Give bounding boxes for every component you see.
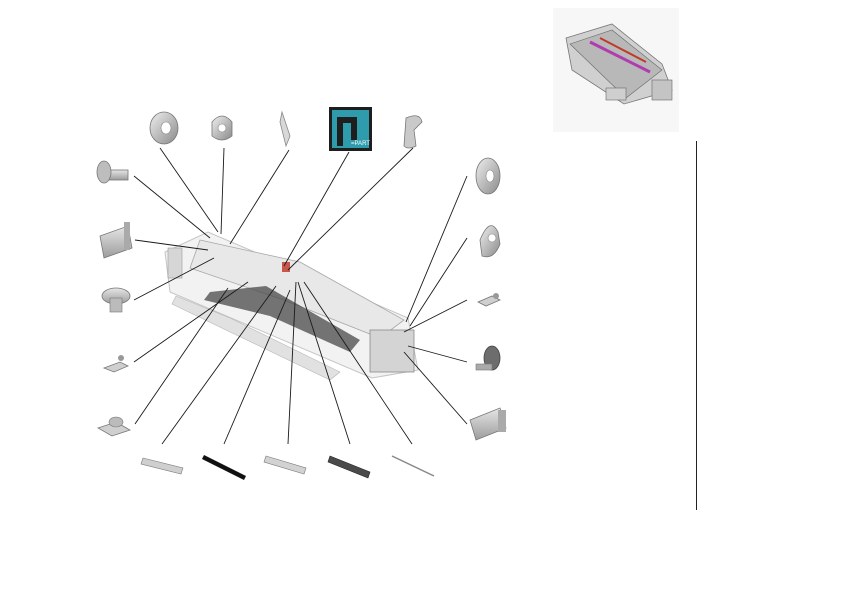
- leader-line: [223, 289, 291, 445]
- leader-line: [405, 175, 468, 323]
- part-washer-right: [475, 157, 501, 195]
- leader-line: [287, 281, 297, 445]
- part-spring-clip-top: [279, 110, 291, 148]
- divider-line: [696, 141, 697, 510]
- part-cam-disc-right: [479, 225, 501, 258]
- leader-line: [159, 147, 219, 233]
- leader-line: [134, 239, 209, 251]
- part-gear-shaft-right: [475, 345, 501, 371]
- leader-line: [133, 175, 211, 239]
- part-gear-bushing-top: [211, 115, 233, 141]
- leader-line: [133, 281, 249, 363]
- leader-line: [407, 345, 468, 363]
- leader-line: [409, 237, 468, 327]
- leader-line: [403, 299, 468, 333]
- leader-line: [133, 257, 215, 301]
- part-wire-rod: [391, 455, 435, 477]
- leader-line: [220, 147, 225, 235]
- part-strip-1: [140, 457, 184, 475]
- callout-lines: [133, 147, 468, 445]
- leader-line: [161, 285, 277, 445]
- leader-line: [303, 281, 413, 445]
- part-strip-black: [202, 455, 246, 480]
- legend-text: =PART: [351, 141, 370, 147]
- part-washer-ring-top: [149, 111, 179, 145]
- part-bracket-left: [99, 222, 133, 259]
- part-hinge-right: [477, 293, 501, 307]
- part-roller-bolt-left: [96, 160, 129, 184]
- assembly-thumbnail: [553, 8, 679, 132]
- part-strip-3: [327, 455, 371, 479]
- part-lever-top: [403, 115, 423, 149]
- part-legend-highlight: =PART: [329, 107, 372, 151]
- leader-line: [134, 287, 229, 425]
- leader-line: [287, 147, 414, 271]
- part-strip-2: [263, 455, 307, 475]
- leader-line: [283, 151, 350, 267]
- part-hinge-clip-left: [102, 355, 129, 373]
- part-sensor-holder-left: [97, 416, 131, 437]
- part-knob-gear-left: [101, 287, 131, 313]
- main-assembly: [164, 231, 419, 381]
- part-side-bracket-right: [469, 407, 507, 441]
- leader-line: [403, 351, 468, 425]
- leader-line: [297, 281, 351, 445]
- leader-line: [229, 149, 290, 245]
